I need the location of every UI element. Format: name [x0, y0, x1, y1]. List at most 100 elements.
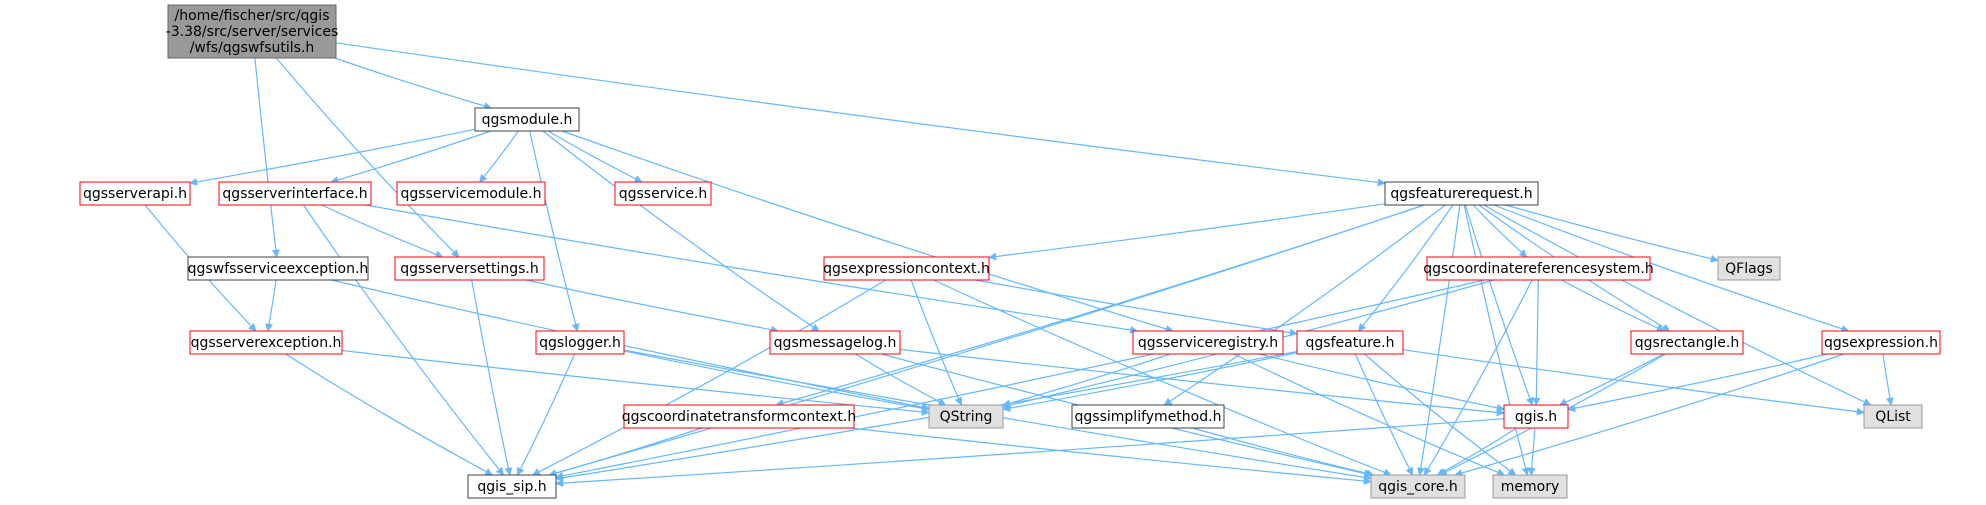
node-qgswfsserviceexception[interactable]: qgswfsserviceexception.h	[187, 256, 369, 281]
edge-qgsserverinterface-to-qgsserversettings	[321, 204, 444, 259]
edge-qgsexpression-to-qlist	[1882, 353, 1894, 406]
node-qgsexpression[interactable]: qgsexpression.h	[1821, 330, 1941, 355]
edge-qgsmodule-to-qgsservice	[547, 130, 643, 183]
node-box-qgsfeaturerequest	[1384, 181, 1539, 206]
node-qgis_sip[interactable]: qgis_sip.h	[467, 474, 557, 499]
edge-qgsserverexception-to-qgis_sip	[285, 353, 494, 476]
node-box-qgsservicemodule	[396, 181, 546, 206]
node-box-qgsexpression	[1821, 330, 1941, 355]
edge-root-to-qgsfeaturerequest	[335, 42, 1386, 187]
node-qgsfeaturerequest[interactable]: qgsfeaturerequest.h	[1384, 181, 1539, 206]
node-qgssimplifymethod[interactable]: qgssimplifymethod.h	[1071, 404, 1225, 429]
node-qgsserverexception[interactable]: qgsserverexception.h	[189, 330, 343, 355]
node-label-qgsmessagelog: qgsmessagelog.h	[774, 335, 897, 351]
node-box-qgscoordinatereferencesystem	[1426, 256, 1651, 281]
edge-qgsmodule-to-qgsserviceregistry	[561, 130, 1174, 333]
node-qgsserverapi[interactable]: qgsserverapi.h	[79, 181, 191, 206]
node-label-memory: memory	[1501, 479, 1560, 495]
node-box-qgis	[1503, 404, 1569, 429]
edge-qgsexpressioncontext-to-qstring	[910, 279, 963, 406]
node-qgsrectangle[interactable]: qgsrectangle.h	[1630, 330, 1744, 355]
edge-qgsfeature-to-memory	[1364, 353, 1517, 476]
node-qstring[interactable]: QString	[928, 404, 1004, 429]
edge-qgsmessagelog-to-qstring	[855, 353, 947, 406]
edge-root-to-qgsserversettings	[275, 57, 460, 258]
node-label-qgsserverinterface: qgsserverinterface.h	[222, 186, 367, 202]
edge-qgslogger-to-qstring	[623, 350, 930, 413]
node-qlist[interactable]: QList	[1863, 404, 1923, 429]
node-label-qgsservice: qgsservice.h	[619, 186, 708, 202]
node-label-root: /home/fischer/src/qgis	[174, 8, 329, 24]
node-label-qgsserverapi: qgsserverapi.h	[83, 186, 187, 202]
node-box-qgis_sip	[467, 474, 557, 499]
node-qgsexpressioncontext[interactable]: qgsexpressioncontext.h	[823, 256, 990, 281]
node-qgis[interactable]: qgis.h	[1503, 404, 1569, 429]
edge-qgsexpression-to-qgis_core	[1454, 353, 1845, 477]
node-label-qgis: qgis.h	[1515, 409, 1557, 425]
node-qgsserverinterface[interactable]: qgsserverinterface.h	[218, 181, 372, 206]
node-qgslogger[interactable]: qgslogger.h	[535, 330, 625, 355]
node-qgsserviceregistry[interactable]: qgsserviceregistry.h	[1132, 330, 1284, 355]
node-box-qgsserverinterface	[218, 181, 372, 206]
node-label-qgslogger: qgslogger.h	[539, 335, 621, 351]
edge-qgis-to-memory	[1527, 427, 1536, 476]
node-label-qgsserviceregistry: qgsserviceregistry.h	[1138, 335, 1278, 351]
node-box-qstring	[928, 404, 1004, 429]
edge-qgsfeaturerequest-to-qgis	[1464, 204, 1534, 406]
edge-qgsfeaturerequest-to-qgis_sip	[548, 204, 1425, 477]
node-box-qgsserversettings	[394, 256, 545, 281]
node-label-qgis_sip: qgis_sip.h	[477, 479, 546, 495]
node-label-root: /wfs/qgswfsutils.h	[190, 40, 315, 56]
node-box-root	[167, 4, 337, 59]
edge-qgsexpressioncontext-to-qgis_core	[933, 279, 1392, 477]
edge-qgssimplifymethod-to-qgis_core	[1192, 427, 1375, 478]
dependency-nodes: /home/fischer/src/qgis-3.38/src/server/s…	[79, 4, 1941, 499]
node-box-qgssimplifymethod	[1071, 404, 1225, 429]
node-qgscoordinatetransformcontext[interactable]: qgscoordinatetransformcontext.h	[622, 404, 856, 429]
edge-qgsserviceregistry-to-qstring	[1002, 353, 1171, 408]
edge-qgscoordinatereferencesystem-to-qgsrectangle	[1561, 279, 1665, 332]
node-label-qgsservicemodule: qgsservicemodule.h	[400, 186, 541, 202]
edge-qgsexpressioncontext-to-qgsfeature	[975, 279, 1298, 337]
node-box-qgsserviceregistry	[1132, 330, 1284, 355]
node-label-qgsserverexception: qgsserverexception.h	[191, 335, 342, 351]
edge-root-to-qgswfsserviceexception	[254, 57, 280, 258]
edge-qgsserverinterface-to-qgis_sip	[303, 204, 504, 476]
node-qgsservicemodule[interactable]: qgsservicemodule.h	[396, 181, 546, 206]
node-label-qgswfsserviceexception: qgswfsserviceexception.h	[188, 261, 369, 277]
edge-qgslogger-to-qgis_sip	[516, 353, 576, 476]
node-label-qstring: QString	[940, 409, 993, 425]
node-memory[interactable]: memory	[1492, 474, 1568, 499]
edge-qgsmodule-to-qgsserverinterface	[330, 130, 492, 184]
edge-qgis-to-qgis_sip	[555, 418, 1505, 488]
node-qgsfeature[interactable]: qgsfeature.h	[1296, 330, 1404, 355]
edge-qgsfeaturerequest-to-qgsexpression	[1493, 204, 1850, 333]
edge-qgsexpressioncontext-to-qgis_sip	[532, 279, 887, 476]
node-qflags[interactable]: QFlags	[1717, 256, 1781, 281]
node-label-qgssimplifymethod: qgssimplifymethod.h	[1075, 409, 1222, 425]
edge-qgsexpression-to-qgis	[1567, 353, 1828, 413]
node-label-qgsexpressioncontext: qgsexpressioncontext.h	[823, 261, 990, 277]
node-qgis_core[interactable]: qgis_core.h	[1370, 474, 1466, 499]
edge-qgscoordinatereferencesystem-to-qgis_sip	[555, 279, 1485, 480]
node-box-qgsmessagelog	[769, 330, 901, 355]
node-qgscoordinatereferencesystem[interactable]: qgscoordinatereferencesystem.h	[1423, 256, 1654, 281]
node-qgsmessagelog[interactable]: qgsmessagelog.h	[769, 330, 901, 355]
node-box-qgsfeature	[1296, 330, 1404, 355]
edge-qgsfeaturerequest-to-qflags	[1505, 204, 1719, 263]
edge-qgsserverinterface-to-qgsserviceregistry	[365, 204, 1139, 334]
node-label-qlist: QList	[1875, 409, 1911, 425]
edge-qgsfeature-to-qstring	[1002, 352, 1298, 413]
node-box-qgswfsserviceexception	[187, 256, 369, 281]
node-label-qgsserversettings: qgsserversettings.h	[400, 261, 539, 277]
node-label-qgsrectangle: qgsrectangle.h	[1635, 335, 1739, 351]
edge-qgswfsserviceexception-to-qgsserverexception	[265, 279, 277, 332]
node-qgsservice[interactable]: qgsservice.h	[614, 181, 712, 206]
node-qgsserversettings[interactable]: qgsserversettings.h	[394, 256, 545, 281]
node-qgsmodule[interactable]: qgsmodule.h	[474, 107, 580, 132]
edge-qgsfeaturerequest-to-qgsfeature	[1358, 204, 1454, 332]
node-label-qgsmodule: qgsmodule.h	[482, 112, 573, 128]
node-box-qgslogger	[535, 330, 625, 355]
edge-qgsmodule-to-qgslogger	[529, 130, 580, 332]
node-root[interactable]: /home/fischer/src/qgis-3.38/src/server/s…	[166, 4, 339, 59]
